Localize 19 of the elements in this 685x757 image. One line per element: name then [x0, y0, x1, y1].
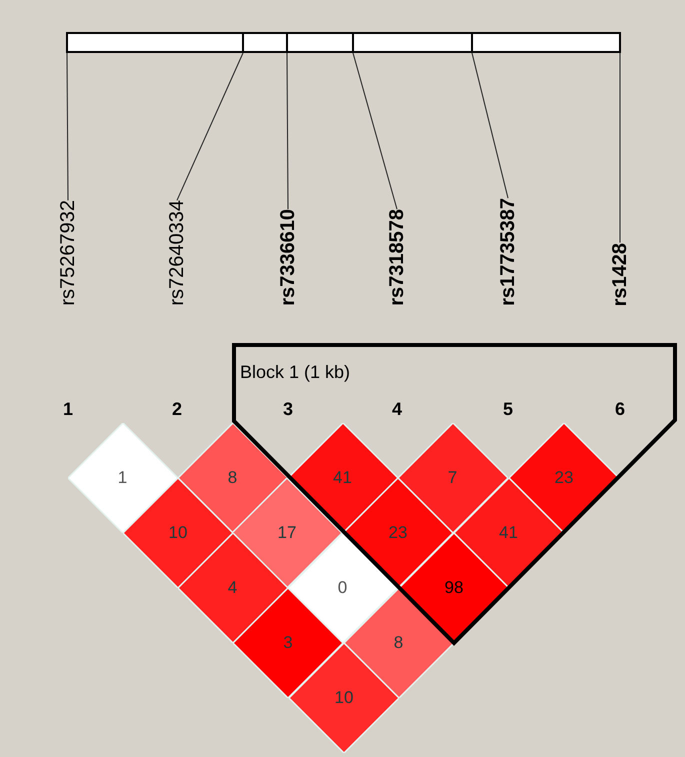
marker-number: 4	[390, 399, 403, 420]
marker-position-bar	[66, 32, 621, 53]
leader-line	[352, 52, 398, 210]
snp-name: rs7336610	[276, 209, 300, 306]
marker-number: 6	[614, 399, 626, 420]
snp-name: rs17735387	[496, 198, 520, 306]
marker-number: 3	[282, 399, 294, 420]
leader-line	[66, 52, 68, 201]
marker-number: 5	[502, 399, 514, 420]
block-title: Block 1 (1 kb)	[240, 362, 350, 383]
snp-name: rs1428	[608, 242, 632, 306]
marker-number: 2	[170, 399, 183, 420]
snp-name: rs7318578	[385, 209, 409, 306]
leader-line	[472, 52, 508, 199]
snp-name: rs72640334	[165, 200, 189, 306]
snp-name: rs75267932	[56, 200, 80, 306]
leader-line	[176, 52, 244, 201]
leader-line	[286, 52, 288, 210]
marker-number: 1	[62, 399, 74, 420]
